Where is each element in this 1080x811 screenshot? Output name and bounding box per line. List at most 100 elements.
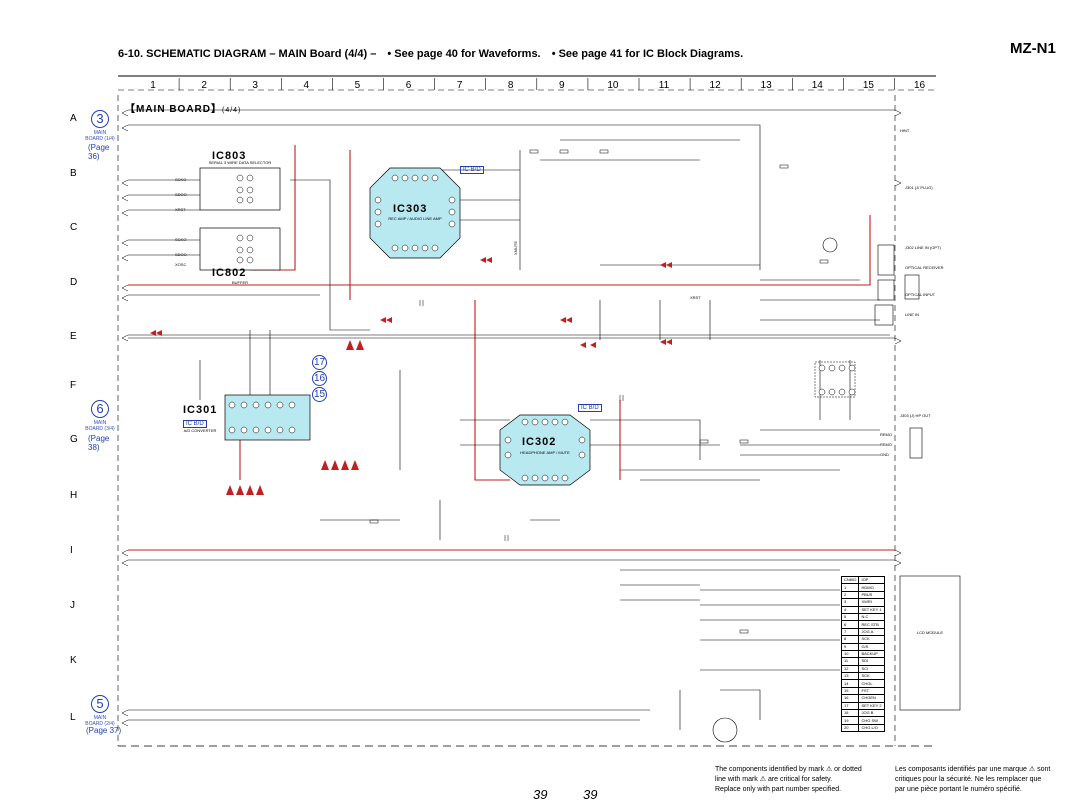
connector-3-page[interactable]: (Page 36) — [88, 143, 110, 161]
column-number: 7 — [456, 80, 463, 91]
connector-6-text: MAIN BOARD (3/4) — [85, 420, 115, 432]
connector-6-page[interactable]: (Page 38) — [88, 434, 110, 452]
pin-number: 6 — [840, 620, 860, 629]
connector-6-number: 6 — [91, 400, 109, 418]
pin-signal: CHG L/O — [858, 723, 885, 733]
column-number: 3 — [252, 80, 258, 91]
pin-number: 18 — [840, 709, 860, 718]
ic303-desc: REC AMP / AUDIO LINE AMP — [388, 216, 442, 221]
pin-signal: CHG SW — [858, 716, 885, 725]
pin-signal: CHGEN — [858, 694, 885, 703]
pin-number: 7 — [840, 627, 860, 637]
connector-3-number: 3 — [91, 110, 109, 128]
pin-number: 12 — [840, 664, 860, 674]
heading-waveforms: • See page 40 for Waveforms. — [387, 48, 541, 60]
diagram-heading: 6-10. SCHEMATIC DIAGRAM – MAIN Board (4/… — [118, 48, 743, 60]
pin-signal: SET KEY 2 — [858, 701, 885, 711]
waveform-ref-16[interactable]: 16 — [312, 371, 327, 386]
pin-header-cell: CN802 — [840, 575, 860, 585]
safety-note-fr-2: critiques pour la sécurité. Ne les rempl… — [895, 776, 1042, 783]
pin-number: 16 — [840, 694, 860, 703]
row-letter: L — [70, 712, 76, 723]
column-number: 12 — [709, 80, 721, 91]
column-number: 9 — [559, 80, 565, 91]
waveform-ref-17[interactable]: 17 — [312, 355, 327, 370]
pin-signal: SCK — [858, 672, 885, 681]
page-number-left: 39 — [533, 787, 548, 802]
jack-line-in-opt: J302 LINE IN (OPT) — [905, 245, 941, 250]
pin-signal: JOG B — [858, 709, 885, 718]
safety-note-en-3: Replace only with part number specified. — [715, 786, 842, 793]
connector-3[interactable]: 3 MAIN BOARD (1/4) — [85, 110, 115, 142]
signal-xrst-1: XRST — [175, 207, 186, 212]
pin-number: 8 — [840, 635, 860, 644]
row-letter: B — [70, 168, 77, 179]
jack-headphone: J303 (J) HP OUT — [900, 413, 931, 418]
pin-signal: HDMO — [858, 583, 885, 592]
label-optical-receiver: OPTICAL RECEIVER — [905, 265, 944, 270]
pin-signal: N.C — [858, 612, 885, 622]
row-letter: J — [70, 600, 75, 611]
pin-signal: FST — [858, 686, 885, 696]
pin-number: 10 — [840, 649, 860, 659]
pin-number: 17 — [840, 701, 860, 711]
signal-remo-1: REMO — [880, 432, 892, 437]
connector-6[interactable]: 6 MAIN BOARD (3/4) — [85, 400, 115, 432]
ic301-block-link[interactable]: IC B/D — [183, 420, 207, 428]
pin-signal: BACKUP — [858, 649, 885, 659]
row-letter: E — [70, 331, 77, 342]
pin-signal: SDI — [858, 657, 885, 666]
signal-hint: HINT — [900, 128, 910, 133]
column-number: 14 — [811, 80, 823, 91]
board-title: 【MAIN BOARD】(4/4) — [125, 104, 242, 115]
signal-sdo-2: SDOO — [175, 252, 187, 257]
pin-signal: PBUS — [858, 590, 885, 600]
jack-plug: J301 (J/ PLUG) — [905, 185, 933, 190]
ic301-desc: A/D CONVERTER — [183, 428, 217, 433]
safety-note-fr-1: Les composants identifiés par une marque… — [895, 766, 1051, 773]
column-number: 4 — [303, 80, 310, 91]
pin-signal: CHGL — [858, 679, 885, 688]
connector-5-page[interactable]: (Page 37) — [86, 726, 122, 735]
ic802-label: IC802 — [212, 267, 247, 279]
ic302-block-link[interactable]: IC B/D — [578, 404, 602, 412]
pin-number: 4 — [840, 605, 860, 614]
ic303-block-link[interactable]: IC B/D — [460, 166, 484, 174]
row-letter: F — [70, 380, 77, 391]
safety-note-fr-3: par une pièce portant le numéro spécifié… — [895, 786, 1022, 793]
pin-number: 9 — [840, 642, 860, 651]
pin-number: 1 — [840, 583, 860, 592]
row-letter: A — [70, 113, 77, 124]
row-letter: K — [70, 655, 77, 666]
connector-5[interactable]: 5 MAIN BOARD (2/4) — [85, 695, 115, 727]
row-letter: H — [70, 490, 78, 501]
signal-xosc: XOSC — [175, 262, 187, 267]
pin-signal: SET KEY 1 — [858, 605, 885, 614]
signal-sck-1: SCKO — [175, 177, 187, 182]
page-number-right: 39 — [583, 787, 598, 802]
safety-note-french: Les composants identifiés par une marque… — [895, 765, 1050, 795]
column-number: 11 — [658, 80, 670, 91]
pin-header-cell: IOP — [858, 575, 885, 585]
waveform-ref-15[interactable]: 15 — [312, 387, 327, 402]
safety-note-en-1: The components identified by mark ⚠ or d… — [715, 766, 862, 773]
pin-signal: JOG A — [858, 627, 885, 637]
column-number: 16 — [913, 80, 926, 91]
connector-3-text: MAIN BOARD (1/4) — [85, 130, 115, 142]
column-number: 6 — [405, 80, 412, 91]
